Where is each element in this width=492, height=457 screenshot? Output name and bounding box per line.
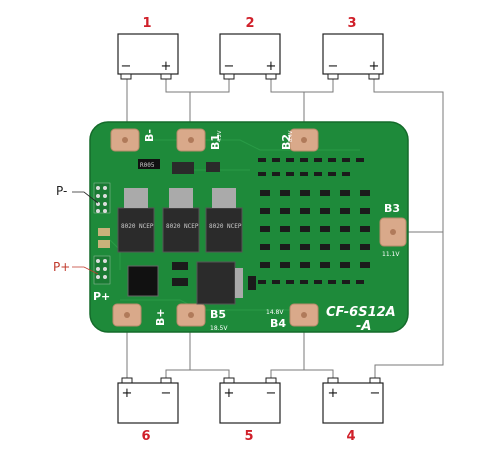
bms-board: B- B1 4.2V B2 8.4V B3 11.1V B4 14.8V B5 …: [89, 121, 409, 334]
wire-b3-to-b4-minus: [374, 232, 444, 382]
terminal-minus: [160, 377, 172, 384]
battery-number: 3: [347, 16, 356, 31]
battery-body: [219, 33, 281, 75]
terminal-minus: [369, 377, 381, 384]
minus-sign: −: [121, 59, 132, 74]
terminal-minus: [327, 73, 339, 80]
voltage-b5: 18.5V: [210, 325, 228, 332]
terminal-plus: [265, 73, 277, 80]
pad-hole: [122, 137, 128, 143]
p-minus-connector: [93, 182, 111, 214]
plus-sign: +: [328, 386, 339, 401]
battery-body: [219, 382, 281, 424]
pad-hole: [301, 137, 307, 143]
label-b-plus: B+: [154, 308, 167, 326]
battery-4: + − 4: [322, 377, 384, 444]
pad-hole: [301, 312, 307, 318]
wire-b3-plus-to-b3: [373, 78, 444, 233]
minus-sign: −: [224, 59, 235, 74]
minus-sign: −: [266, 386, 277, 401]
battery-1: 1 − +: [117, 16, 179, 80]
label-b4: B4: [270, 317, 286, 330]
mosfet-marking: 8020 NCEP: [121, 223, 154, 230]
voltage-b3: 11.1V: [382, 251, 400, 258]
solder-pads: [110, 128, 407, 327]
mosfet-tab: [124, 188, 148, 208]
pointer-p-minus: [72, 191, 99, 204]
mosfet: [162, 207, 200, 253]
battery-body: [117, 382, 179, 424]
battery-body: [322, 382, 384, 424]
battery-2: 2 − +: [219, 16, 281, 80]
sense-resistor-marking: R005: [140, 162, 155, 169]
voltage-b1: 4.2V: [217, 130, 223, 142]
terminal-minus: [265, 377, 277, 384]
pad-hole: [188, 312, 194, 318]
terminal-plus: [121, 377, 133, 384]
mosfet-tab: [235, 268, 243, 298]
terminal-plus: [160, 73, 172, 80]
plus-sign: +: [161, 59, 172, 74]
terminal-plus: [223, 377, 235, 384]
minus-sign: −: [328, 59, 339, 74]
battery-body: [322, 33, 384, 75]
pad-hole: [124, 312, 130, 318]
mosfet-tab: [169, 188, 193, 208]
label-p-minus-external: P-: [56, 184, 67, 198]
mosfet: [117, 207, 155, 253]
label-p-plus-external: P+: [53, 260, 70, 274]
terminal-plus: [327, 377, 339, 384]
battery-body: [117, 33, 179, 75]
plus-sign: +: [224, 386, 235, 401]
pad-hole: [188, 137, 194, 143]
minus-sign: −: [161, 386, 172, 401]
battery-6: + − 6: [117, 377, 179, 444]
voltage-b2: 8.4V: [288, 130, 294, 142]
minus-sign: −: [370, 386, 381, 401]
plus-sign: +: [122, 386, 133, 401]
diode: [127, 265, 159, 297]
battery-number: 1: [142, 16, 151, 31]
battery-5: + − 5: [219, 377, 281, 444]
sense-resistor: [138, 159, 160, 169]
plus-sign: +: [369, 59, 380, 74]
mosfet-marking: 8020 NCEP: [166, 223, 199, 230]
pointer-p-plus: [72, 266, 99, 275]
model-name: CF-6S12A: [326, 305, 396, 320]
battery-number: 4: [346, 429, 355, 444]
model-suffix: -A: [356, 319, 371, 334]
pad-hole: [390, 229, 396, 235]
mosfet: [196, 261, 236, 305]
label-b-minus: B-: [143, 129, 156, 142]
label-p-plus: P+: [93, 290, 110, 303]
voltage-b4: 14.8V: [266, 309, 284, 316]
battery-3: 3 − +: [322, 16, 384, 80]
mosfet: [205, 207, 243, 253]
mosfet-tab: [212, 188, 236, 208]
label-b3: B3: [384, 202, 400, 215]
plus-sign: +: [266, 59, 277, 74]
battery-number: 2: [245, 16, 254, 31]
label-b1: B1: [209, 134, 222, 150]
label-b2: B2: [280, 134, 293, 150]
battery-number: 6: [141, 429, 150, 444]
mosfets: 8020 NCEP 8020 NCEP 8020 NCEP: [117, 188, 243, 305]
terminal-plus: [368, 73, 380, 80]
passive-components: [98, 158, 370, 290]
p-plus-connector: [93, 255, 111, 285]
label-b5: B5: [210, 308, 226, 321]
mosfet-marking: 8020 NCEP: [209, 223, 242, 230]
terminal-minus: [223, 73, 235, 80]
terminal-minus: [120, 73, 132, 80]
battery-number: 5: [244, 429, 253, 444]
